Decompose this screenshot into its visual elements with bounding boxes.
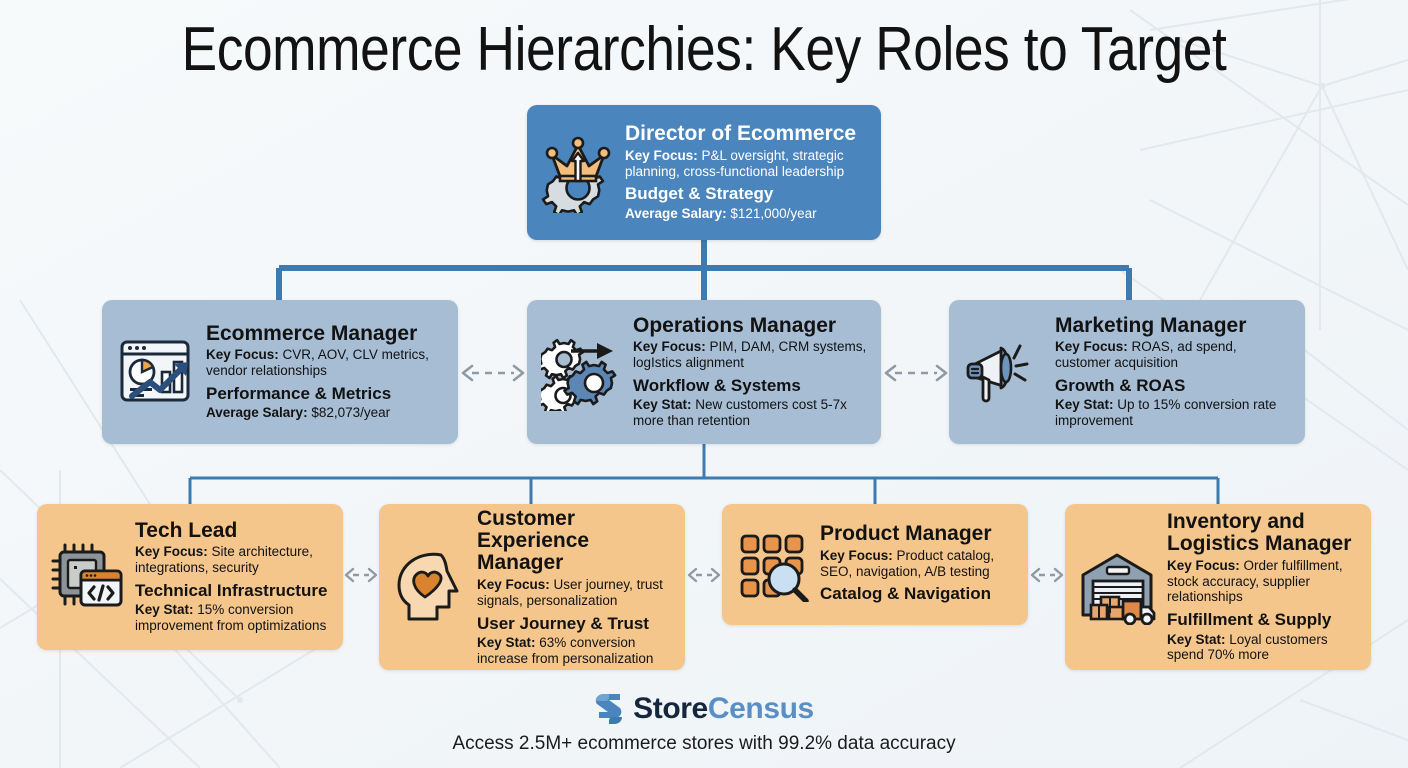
microchip-code-icon — [51, 541, 125, 613]
key-focus-line: Key Focus: Product catalog, SEO, navigat… — [820, 548, 1014, 580]
grid-magnifier-icon — [736, 528, 810, 602]
key-focus-label: Key Focus: — [135, 544, 208, 560]
brand-lockup: StoreCensus — [0, 691, 1408, 727]
key-focus-line: Key Focus: Order fulfillment, stock accu… — [1167, 558, 1357, 605]
key-stat-line: Key Stat: Loyal customers spend 70% more — [1167, 632, 1357, 664]
key-stat-line: Average Salary: $121,000/year — [625, 206, 867, 222]
warehouse-truck-icon — [1079, 549, 1157, 625]
card-product-manager[interactable]: Product Manager Key Focus: Product catal… — [722, 504, 1028, 625]
key-stat-label: Key Stat: — [633, 397, 692, 413]
card-director-of-ecommerce[interactable]: Director of Ecommerce Key Focus: P&L ove… — [527, 105, 881, 240]
focus-area: Technical Infrastructure — [135, 581, 328, 601]
key-stat-line: Key Stat: 15% conversion improvement fro… — [135, 602, 329, 634]
crown-gear-icon — [541, 133, 615, 213]
role-title: Ecommerce Manager — [206, 321, 418, 345]
key-focus-label: Key Focus: — [1167, 557, 1240, 573]
focus-area: Performance & Metrics — [206, 383, 392, 403]
focus-area: Workflow & Systems — [633, 376, 801, 396]
focus-area: Growth & ROAS — [1055, 376, 1186, 396]
key-focus-line: Key Focus: Site architecture, integratio… — [135, 544, 329, 576]
key-focus-label: Key Focus: — [633, 339, 706, 355]
page-title: Ecommerce Hierarchies: Key Roles to Targ… — [181, 15, 1227, 84]
key-stat-line: Average Salary: $82,073/year — [206, 405, 444, 421]
card-inventory-and-logistics-manager[interactable]: Inventory and Logistics Manager Key Focu… — [1065, 504, 1371, 670]
storecensus-s-logo — [595, 694, 623, 725]
role-title: Inventory and Logistics Manager — [1167, 509, 1352, 556]
key-focus-label: Key Focus: — [206, 347, 279, 363]
card-tech-lead[interactable]: Tech Lead Key Focus: Site architecture, … — [37, 504, 343, 650]
brand-name: StoreCensus — [633, 694, 814, 724]
megaphone-icon — [963, 336, 1045, 408]
card-operations-manager[interactable]: Operations Manager Key Focus: PIM, DAM, … — [527, 300, 881, 444]
key-stat-label: Average Salary: — [206, 405, 308, 421]
focus-area: Fulfillment & Supply — [1167, 610, 1332, 630]
focus-area: Budget & Strategy — [625, 184, 774, 204]
key-stat-label: Key Stat: — [1055, 397, 1114, 413]
key-stat-line: Key Stat: Up to 15% conversion rate impr… — [1055, 397, 1291, 429]
footer-tagline: Access 2.5M+ ecommerce stores with 99.2%… — [452, 733, 956, 755]
key-focus-label: Key Focus: — [625, 147, 698, 163]
brand-name-first: Store — [633, 692, 708, 726]
key-focus-line: Key Focus: ROAS, ad spend, customer acqu… — [1055, 339, 1291, 371]
key-stat-line: Key Stat: 63% conversion increase from p… — [477, 635, 671, 667]
gears-workflow-icon — [541, 333, 623, 411]
key-stat-text: $82,073/year — [311, 405, 391, 421]
role-title: Marketing Manager — [1055, 314, 1247, 337]
key-stat-label: Key Stat: — [477, 634, 536, 650]
role-title: Customer Experience Manager — [477, 506, 590, 575]
key-stat-label: Key Stat: — [1167, 631, 1226, 647]
peer-arrow-operations-marketing — [884, 364, 948, 382]
role-title: Operations Manager — [633, 314, 837, 337]
key-stat-label: Average Salary: — [625, 205, 727, 221]
peer-arrow-ecommerce-operations — [461, 364, 525, 382]
key-focus-label: Key Focus: — [820, 547, 893, 563]
analytics-dashboard-icon — [116, 334, 196, 410]
card-customer-experience-manager[interactable]: Customer Experience Manager Key Focus: U… — [379, 504, 685, 670]
role-title: Product Manager — [820, 522, 992, 546]
focus-area: User Journey & Trust — [477, 613, 649, 633]
focus-area: Catalog & Navigation — [820, 584, 991, 604]
key-stat-line: Key Stat: New customers cost 5-7x more t… — [633, 397, 867, 429]
peer-arrow-product-inventory — [1030, 567, 1064, 583]
role-title: Director of Ecommerce — [625, 122, 857, 146]
key-focus-label: Key Focus: — [1055, 339, 1128, 355]
key-focus-label: Key Focus: — [477, 576, 550, 592]
key-focus-line: Key Focus: User journey, trust signals, … — [477, 577, 671, 609]
key-stat-label: Key Stat: — [135, 602, 194, 618]
key-stat-text: $121,000/year — [730, 205, 817, 221]
peer-arrow-techlead-cx — [344, 567, 378, 583]
key-focus-line: Key Focus: PIM, DAM, CRM systems, logIst… — [633, 339, 867, 371]
footer: StoreCensus Access 2.5M+ ecommerce store… — [0, 691, 1408, 756]
brand-name-second: Census — [707, 692, 814, 726]
card-ecommerce-manager[interactable]: Ecommerce Manager Key Focus: CVR, AOV, C… — [102, 300, 458, 444]
key-focus-line: Key Focus: CVR, AOV, CLV metrics, vendor… — [206, 347, 444, 379]
peer-arrow-cx-product — [687, 567, 721, 583]
role-title: Tech Lead — [135, 519, 238, 542]
key-focus-line: Key Focus: P&L oversight, strategic plan… — [625, 148, 867, 180]
card-marketing-manager[interactable]: Marketing Manager Key Focus: ROAS, ad sp… — [949, 300, 1305, 444]
head-heart-icon — [393, 547, 467, 627]
